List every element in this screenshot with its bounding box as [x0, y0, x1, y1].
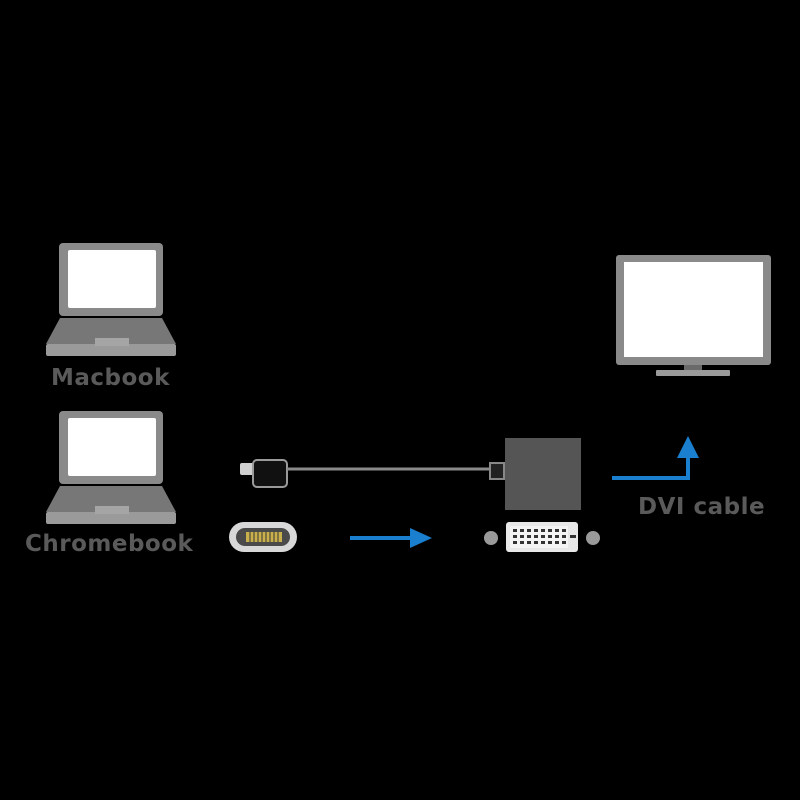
usb-c-cable-icon	[240, 459, 505, 488]
usb-c-port-icon	[229, 522, 297, 552]
chromebook-label: Chromebook	[25, 531, 194, 557]
arrow-right-icon	[350, 528, 432, 548]
macbook-label: Macbook	[51, 365, 170, 391]
macbook-laptop-icon	[46, 243, 176, 356]
adapter-box-icon	[505, 438, 581, 510]
arrow-up-icon	[612, 436, 699, 480]
dvi-cable-label: DVI cable	[638, 494, 766, 520]
dvi-connector-icon	[484, 522, 600, 552]
chromebook-laptop-icon	[46, 411, 176, 524]
monitor-icon	[616, 255, 771, 376]
